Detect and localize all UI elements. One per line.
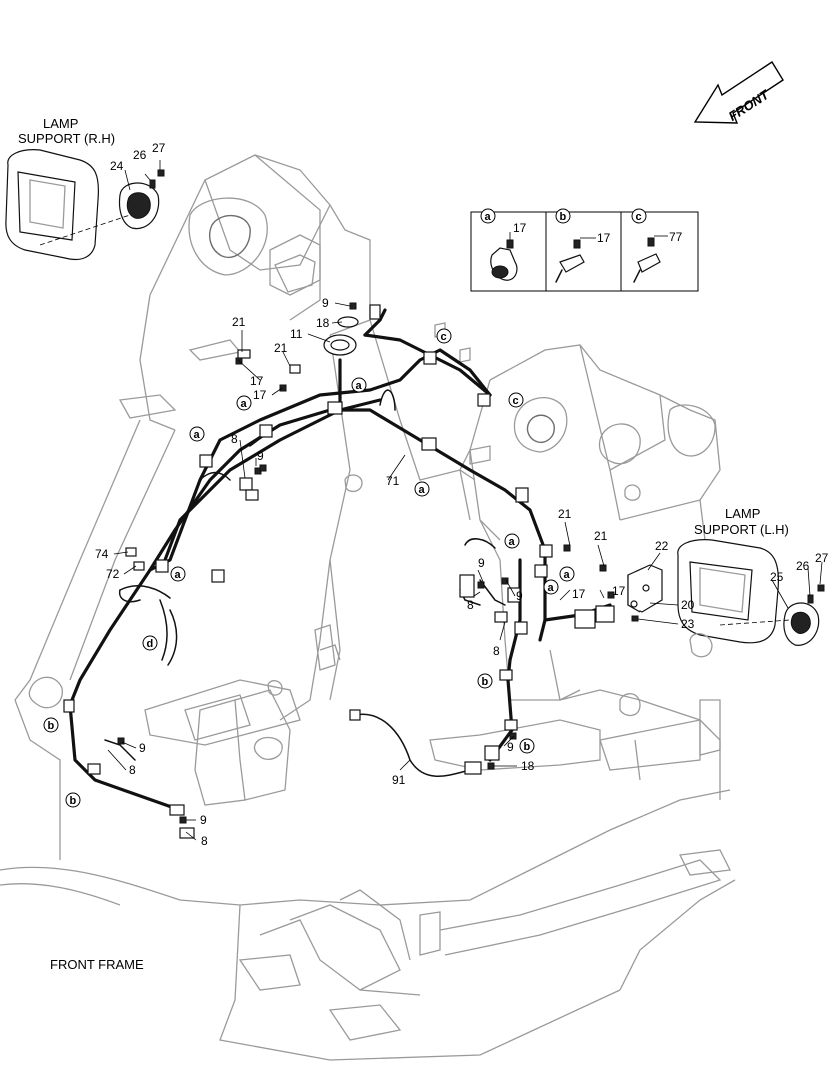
marker-b-1: b <box>43 717 59 733</box>
lh-lamp-assembly <box>627 539 825 658</box>
marker-a-3: a <box>189 426 205 442</box>
marker-c-box: c <box>631 208 647 224</box>
center-9b: 9 <box>478 556 485 570</box>
svg-text:b: b <box>70 795 77 807</box>
marker-b-4: b <box>519 738 535 754</box>
top-9: 9 <box>322 296 329 310</box>
marker-b-2: b <box>65 792 81 808</box>
center-8b: 8 <box>493 644 500 658</box>
lamp-support-lh-line2: SUPPORT (L.H) <box>694 522 789 537</box>
svg-text:c: c <box>636 211 642 223</box>
front-direction-arrow: FRONT <box>693 61 784 124</box>
box-c-part: 77 <box>669 230 683 244</box>
top-9b: 9 <box>257 449 264 463</box>
lh-23: 23 <box>681 617 695 631</box>
svg-text:c: c <box>441 331 447 343</box>
marker-c-2: c <box>508 392 524 408</box>
center-17: 17 <box>572 587 586 601</box>
svg-text:a: a <box>548 582 555 594</box>
top-17b: 17 <box>253 388 267 402</box>
marker-a-2: a <box>236 395 252 411</box>
wire-91 <box>104 389 506 777</box>
lamp-support-rh-line1: LAMP <box>43 116 78 131</box>
svg-text:a: a <box>419 484 426 496</box>
marker-d-1: d <box>142 635 158 651</box>
lh-17: 17 <box>612 584 626 598</box>
lh-22: 22 <box>655 539 669 553</box>
rh-lamp-assembly <box>5 149 165 261</box>
svg-text:b: b <box>48 720 55 732</box>
rh-26: 26 <box>133 148 147 162</box>
marker-a-1: a <box>351 377 367 393</box>
marker-a-5: a <box>504 533 520 549</box>
center-18: 18 <box>521 759 535 773</box>
marker-b-box: b <box>555 208 571 224</box>
box-b-part: 17 <box>597 231 611 245</box>
center-71: 71 <box>386 474 400 488</box>
center-9c: 9 <box>516 589 523 603</box>
center-8a: 8 <box>467 598 474 612</box>
svg-text:a: a <box>485 211 492 223</box>
left-8b: 8 <box>201 834 208 848</box>
center-91: 91 <box>392 773 406 787</box>
center-21b: 21 <box>594 529 608 543</box>
lh-25: 25 <box>770 570 784 584</box>
left-72: 72 <box>106 567 120 581</box>
connectors-and-clamps <box>63 302 615 839</box>
marker-b-3: b <box>477 673 493 689</box>
rh-24: 24 <box>110 159 124 173</box>
svg-text:b: b <box>560 211 567 223</box>
svg-text:a: a <box>194 429 201 441</box>
text-labels: LAMP SUPPORT (R.H) LAMP SUPPORT (L.H) FR… <box>18 116 829 972</box>
svg-text:d: d <box>147 638 154 650</box>
front-frame-structure <box>0 154 736 1061</box>
marker-a-4: a <box>414 481 430 497</box>
circle-markers: a b c c c a a a a a a a a d b b b b <box>43 208 647 808</box>
marker-a-6: a <box>559 566 575 582</box>
top-21a: 21 <box>232 315 246 329</box>
top-8: 8 <box>231 432 238 446</box>
box-a-part: 17 <box>513 221 527 235</box>
top-11: 11 <box>290 327 303 341</box>
svg-text:c: c <box>513 395 519 407</box>
leader-lines <box>107 160 823 841</box>
lh-27: 27 <box>815 551 829 565</box>
marker-c-1: c <box>436 328 452 344</box>
left-74: 74 <box>95 547 109 561</box>
center-21a: 21 <box>558 507 572 521</box>
top-17a: 17 <box>250 374 264 388</box>
svg-text:a: a <box>356 380 363 392</box>
detail-boxes <box>470 211 699 292</box>
top-21b: 21 <box>274 341 288 355</box>
svg-text:a: a <box>564 569 571 581</box>
left-9a: 9 <box>139 741 146 755</box>
top-18: 18 <box>316 316 330 330</box>
marker-a-7: a <box>543 579 559 595</box>
lh-26: 26 <box>796 559 810 573</box>
svg-text:a: a <box>175 569 182 581</box>
front-frame-label: FRONT FRAME <box>50 957 144 972</box>
svg-text:a: a <box>509 536 516 548</box>
left-9b: 9 <box>200 813 207 827</box>
svg-text:b: b <box>482 676 489 688</box>
lh-20: 20 <box>681 598 695 612</box>
lamp-support-lh-line1: LAMP <box>725 506 760 521</box>
marker-a-box: a <box>480 208 496 224</box>
center-9a: 9 <box>507 740 514 754</box>
rh-27: 27 <box>152 141 166 155</box>
left-8a: 8 <box>129 763 136 777</box>
svg-text:a: a <box>241 398 248 410</box>
lamp-support-rh-line2: SUPPORT (R.H) <box>18 131 115 146</box>
marker-a-8: a <box>170 566 186 582</box>
svg-text:b: b <box>524 741 531 753</box>
